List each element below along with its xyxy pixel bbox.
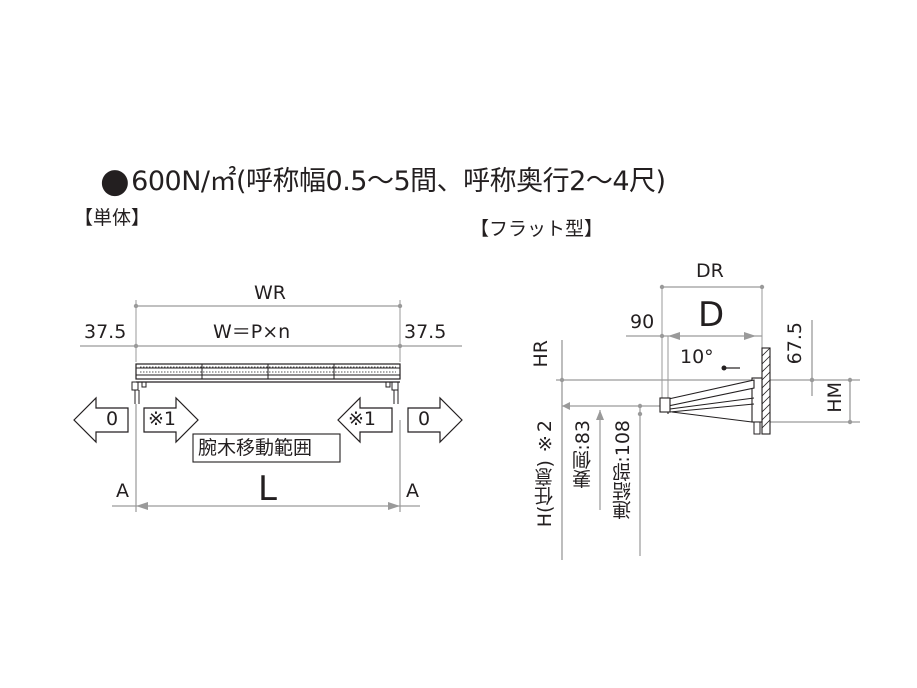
hm-label: HM bbox=[824, 382, 846, 413]
length-label: L bbox=[258, 469, 277, 509]
angle-label: 10° bbox=[680, 346, 714, 368]
right-outward-arrow-icon bbox=[407, 396, 463, 444]
title-text: 600N/㎡(呼称幅0.5～5間、呼称奥行2～4尺) bbox=[131, 166, 666, 197]
dr-label: DR bbox=[696, 260, 724, 282]
canopy-side-view bbox=[659, 379, 755, 423]
flat-section-label: 【フラット型】 bbox=[470, 218, 604, 240]
flat-type-drawing bbox=[556, 284, 860, 560]
right-inward-arrow-icon bbox=[337, 396, 393, 444]
dim-67-5-label: 67.5 bbox=[784, 322, 806, 365]
connection-label: 連結部:108 bbox=[612, 420, 634, 520]
dim-90-label: 90 bbox=[630, 311, 655, 333]
single-section-label: 【単体】 bbox=[74, 207, 151, 229]
offset-right-label: 37.5 bbox=[404, 321, 447, 343]
note-left-label: ※1 bbox=[148, 408, 177, 430]
note-right-label: ※1 bbox=[348, 408, 377, 430]
h-optional-label: H(任意) ※2 bbox=[534, 420, 556, 528]
left-inward-arrow-icon bbox=[143, 396, 199, 444]
depth-label: D bbox=[698, 295, 725, 335]
spec-title: ●600N/㎡(呼称幅0.5～5間、呼称奥行2～4尺) bbox=[100, 162, 666, 198]
w-formula-label: W＝P×n bbox=[213, 321, 291, 343]
gable-side-label: 妻側:83 bbox=[572, 420, 594, 489]
canopy-front-view bbox=[131, 363, 401, 404]
arrow-left-zero-label: 0 bbox=[106, 408, 119, 430]
single-unit-drawing bbox=[73, 300, 463, 512]
arm-range-box bbox=[192, 433, 341, 463]
hr-label: HR bbox=[530, 340, 552, 368]
bullet-icon: ● bbox=[100, 161, 130, 201]
arm-range-label: 腕木移動範囲 bbox=[198, 437, 313, 459]
offset-left-label: 37.5 bbox=[84, 321, 127, 343]
left-outward-arrow-icon bbox=[73, 396, 129, 444]
a-right-label: A bbox=[406, 480, 419, 502]
arrow-right-zero-label: 0 bbox=[418, 408, 431, 430]
wr-label: WR bbox=[254, 282, 286, 304]
a-left-label: A bbox=[116, 480, 129, 502]
